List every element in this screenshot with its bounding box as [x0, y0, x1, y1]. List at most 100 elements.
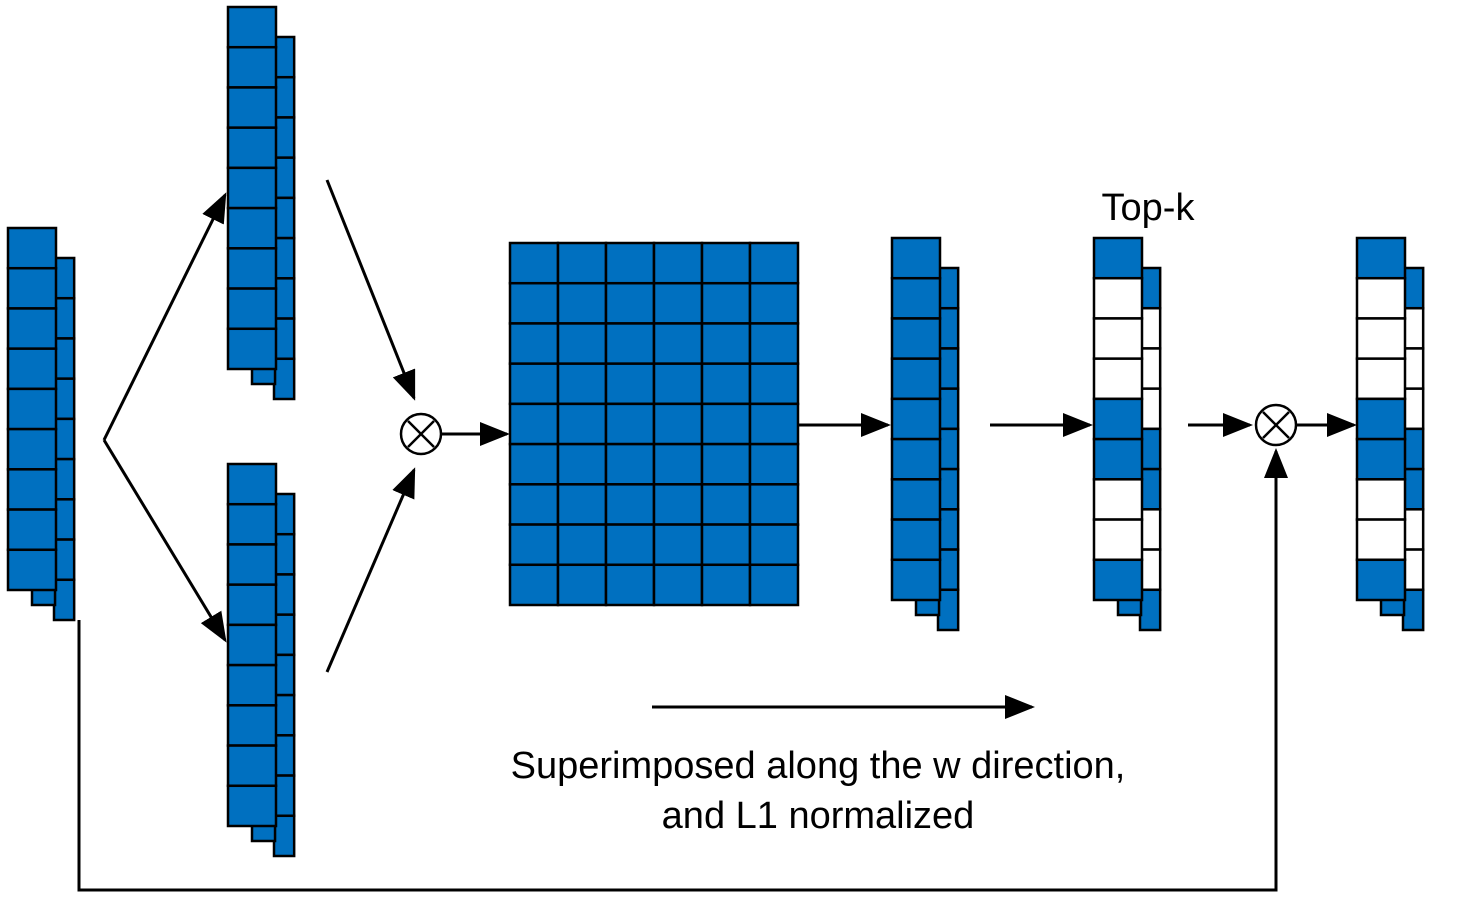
- matrix-cell: [700, 483, 752, 526]
- matrix-cell: [604, 241, 656, 285]
- branch-top-features: [226, 5, 296, 401]
- matrix-cell: [700, 281, 752, 325]
- matrix-cell: [748, 281, 800, 325]
- arrow-to-top-branch: [102, 192, 227, 441]
- matrix-cell: [556, 563, 608, 607]
- topk-vector: [1092, 236, 1162, 632]
- matrix-cell: [700, 322, 752, 365]
- vector-cell: [1355, 276, 1407, 320]
- vector-cell: [6, 266, 58, 310]
- matrix-cell: [508, 402, 560, 446]
- vector-cell: [1355, 397, 1407, 441]
- vector-cell: [890, 558, 942, 602]
- vector-cell: [226, 327, 278, 371]
- arrow-top-to-multiply: [325, 179, 416, 401]
- vector-cell: [6, 548, 58, 592]
- multiply-operator-2: [1254, 403, 1298, 447]
- vector-cell: [1355, 437, 1407, 481]
- matrix-cell: [508, 483, 560, 526]
- stack-layer: [1092, 236, 1144, 602]
- matrix-cell: [556, 281, 608, 325]
- matrix-cell: [556, 402, 608, 446]
- matrix-cell: [652, 281, 704, 325]
- vector-cell: [1092, 236, 1144, 280]
- vector-cell: [226, 583, 278, 627]
- matrix-cell: [604, 563, 656, 607]
- matrix-cell: [652, 483, 704, 526]
- matrix-cell: [556, 362, 608, 406]
- vector-cell: [1355, 478, 1407, 521]
- affinity-matrix: [508, 241, 800, 607]
- vector-cell: [890, 518, 942, 562]
- matrix-cell: [748, 483, 800, 526]
- vector-cell: [226, 247, 278, 290]
- matrix-cell: [508, 563, 560, 607]
- matrix-cell: [556, 322, 608, 365]
- matrix-cell: [700, 442, 752, 486]
- matrix-cell: [652, 563, 704, 607]
- vector-cell: [226, 206, 278, 250]
- topk-label: Top-k: [1102, 187, 1196, 229]
- vector-cell: [226, 784, 278, 828]
- stack-layer: [52, 256, 76, 622]
- vector-cell: [6, 508, 58, 552]
- matrix-cell: [556, 523, 608, 567]
- matrix-cell: [700, 523, 752, 567]
- vector-cell: [890, 357, 942, 401]
- vector-cell: [1355, 236, 1407, 280]
- matrix-cell: [508, 241, 560, 285]
- note-line-1: Superimposed along the w direction,: [511, 745, 1126, 787]
- vector-cell: [1092, 317, 1144, 360]
- vector-cell: [1092, 397, 1144, 441]
- vector-cell: [226, 543, 278, 586]
- vector-cell: [890, 478, 942, 521]
- vector-cell: [1092, 558, 1144, 602]
- output-vector: [1355, 236, 1425, 632]
- matrix-cell: [508, 322, 560, 365]
- matrix-cell: [604, 281, 656, 325]
- vector-cell: [226, 462, 278, 506]
- matrix-cell: [556, 241, 608, 285]
- matrix-cell: [748, 241, 800, 285]
- vector-cell: [226, 663, 278, 707]
- branch-bottom-features: [226, 462, 296, 858]
- matrix-cell: [700, 563, 752, 607]
- note-line-2: and L1 normalized: [662, 795, 975, 837]
- vector-cell: [1092, 437, 1144, 481]
- arrow-to-bottom-branch: [102, 439, 227, 643]
- matrix-cell: [556, 483, 608, 526]
- matrix-cell: [748, 362, 800, 406]
- vector-cell: [890, 276, 942, 320]
- matrix-cell: [508, 281, 560, 325]
- matrix-cell: [652, 241, 704, 285]
- matrix-cell: [604, 523, 656, 567]
- vector-cell: [1092, 518, 1144, 562]
- vector-cell: [6, 387, 58, 431]
- vector-cell: [1092, 478, 1144, 521]
- vector-cell: [890, 437, 942, 481]
- vector-cell: [1355, 317, 1407, 360]
- matrix-cell: [508, 442, 560, 486]
- vector-cell: [226, 45, 278, 89]
- matrix-cell: [652, 523, 704, 567]
- vector-cell: [226, 86, 278, 129]
- vector-cell: [1092, 276, 1144, 320]
- matrix-cell: [604, 402, 656, 446]
- stack-layer: [1355, 236, 1407, 602]
- vector-cell: [226, 502, 278, 546]
- matrix-cell: [748, 322, 800, 365]
- vector-cell: [890, 397, 942, 441]
- matrix-cell: [652, 322, 704, 365]
- stack-layer: [936, 266, 960, 632]
- matrix-cell: [700, 241, 752, 285]
- vector-cell: [226, 744, 278, 788]
- vector-cell: [226, 166, 278, 210]
- matrix-cell: [604, 322, 656, 365]
- matrix-cell: [508, 362, 560, 406]
- matrix-cell: [748, 523, 800, 567]
- stack-layer: [272, 35, 296, 401]
- matrix-cell: [604, 483, 656, 526]
- feature-stacks: [6, 5, 1425, 858]
- multiply-operator-1: [399, 412, 443, 456]
